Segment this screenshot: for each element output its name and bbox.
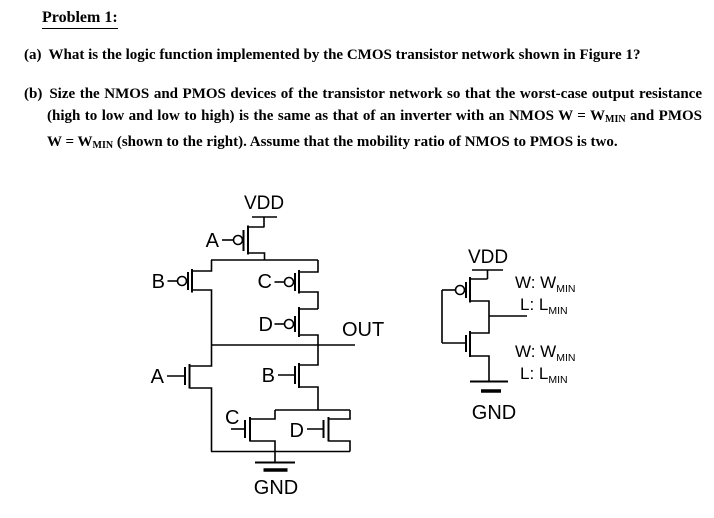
question-b-label: (b): [24, 86, 43, 102]
nmos-d-label: D: [290, 420, 304, 442]
main-vdd-symbol: [252, 216, 277, 227]
pmos-b-gate-bubble: [176, 275, 188, 287]
main-circuit: VDD A B C: [151, 193, 385, 499]
question-b-text-2: and PMOS W = W: [47, 108, 702, 150]
inverter-nmos-length-label: L: LMIN: [520, 364, 568, 386]
question-b-subscript-2: MIN: [92, 140, 114, 151]
inverter-nmos-symbol: [441, 290, 490, 381]
inverter-vdd-symbol: [472, 269, 503, 279]
pmos-c-label: C: [258, 271, 272, 293]
main-gnd-label: GND: [254, 477, 298, 499]
question-a-text: What is the logic function implemented b…: [48, 47, 641, 63]
inverter-pmos-symbol: [442, 277, 490, 316]
pmos-a-label: A: [206, 230, 220, 252]
question-b: (b)Size the NMOS and PMOS devices of the…: [24, 83, 702, 157]
main-vdd-label: VDD: [244, 193, 284, 214]
inverter-nmos-width-label: W: WMIN: [515, 342, 575, 364]
nmos-b-symbol: [278, 345, 319, 410]
reference-inverter: VDD GND W: WMIN L: LMIN W: WMIN L: LMIN: [441, 247, 575, 424]
main-ground-symbol: [255, 451, 295, 472]
nmos-b-label: B: [262, 365, 275, 387]
question-a: (a) What is the logic function implemente…: [24, 44, 702, 66]
question-b-text-3: (shown to the right). Assume that the mo…: [113, 134, 618, 150]
pmos-c-symbol: [274, 260, 319, 309]
inverter-ground-symbol: [470, 380, 508, 393]
nmos-d-symbol: [307, 410, 351, 452]
out-label: OUT: [342, 319, 384, 341]
nmos-a-symbol: [167, 345, 213, 452]
pmos-a-symbol: [222, 225, 266, 260]
inverter-gnd-label: GND: [472, 402, 516, 424]
inverter-pmos-width-label: W: WMIN: [515, 273, 575, 295]
inverter-pmos-gate-bubble: [454, 284, 466, 296]
problem-heading: Problem 1:: [42, 9, 118, 29]
inverter-pmos-length-label: L: LMIN: [520, 295, 568, 317]
pmos-c-gate-bubble: [283, 276, 295, 288]
pmos-b-label: B: [152, 271, 165, 293]
nmos-c-label: C: [225, 407, 239, 429]
nmos-a-label: A: [151, 366, 165, 388]
pmos-a-gate-bubble: [232, 234, 244, 246]
question-b-text-1: Size the NMOS and PMOS devices of the tr…: [47, 86, 702, 124]
nmos-c-symbol: [231, 410, 276, 452]
question-b-subscript-1: MIN: [605, 114, 626, 125]
pmos-d-symbol: [274, 307, 319, 345]
pmos-d-gate-bubble: [283, 318, 295, 330]
pmos-b-symbol: [167, 260, 213, 345]
inverter-vdd-label: VDD: [468, 247, 508, 268]
inverter-gate-tie-wire: [441, 290, 466, 344]
pmos-d-label: D: [259, 314, 273, 336]
question-a-label: (a): [24, 47, 42, 63]
